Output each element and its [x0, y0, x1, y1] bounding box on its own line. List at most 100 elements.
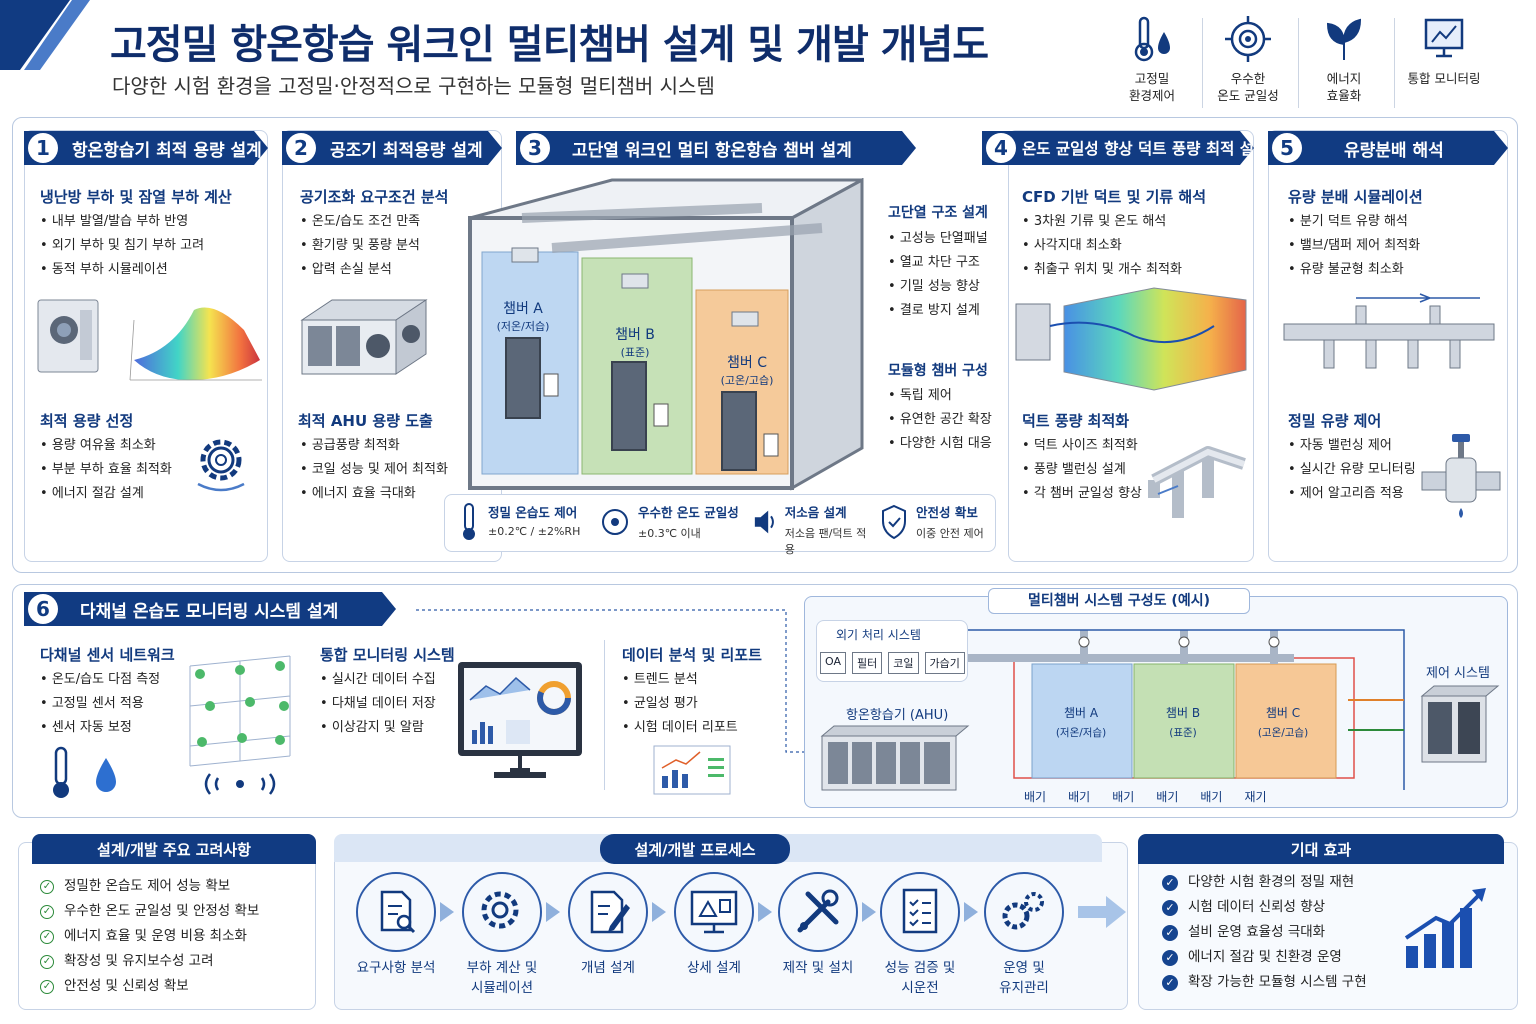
s1-list-b: 용량 여유율 최소화부분 부하 효율 최적화에너지 절감 설계 — [40, 434, 172, 506]
monitor-icon — [1424, 18, 1464, 58]
system-chamber-a: 챔버 A(저온/저습) — [1055, 706, 1107, 739]
effects-list: ✓다양한 시험 환경의 정밀 재현 ✓시험 데이터 신뢰성 향상 ✓설비 운영 … — [1162, 870, 1367, 995]
s6-list-c: 트렌드 분석균일성 평가시험 데이터 리포트 — [622, 668, 738, 740]
s3-subtitle-a: 고단열 구조 설계 — [888, 205, 988, 221]
flow-distribution-pipe — [1283, 293, 1495, 369]
s3-subtitle-b: 모듈형 챔버 구성 — [888, 363, 988, 379]
process-step-7 — [984, 872, 1064, 952]
divider — [604, 640, 605, 790]
control-system-label: 제어 시스템 — [1426, 666, 1490, 681]
process-step-4 — [674, 872, 754, 952]
badge-uniformity: 우수한 온도 균일성±0.3℃ 이내 — [600, 502, 740, 542]
dashed-connector — [416, 609, 806, 753]
report-chart-icon — [653, 745, 731, 795]
tools-icon — [797, 889, 839, 933]
corner-decoration — [0, 0, 90, 70]
process-step-6 — [880, 872, 960, 952]
part-filter: 필터 — [852, 652, 883, 674]
target-icon — [1225, 16, 1271, 62]
part-oa: OA — [820, 652, 846, 674]
s5-subtitle-b: 정밀 유량 제어 — [1288, 412, 1382, 430]
duct-branch-illustration — [1148, 446, 1246, 518]
process-arrow — [546, 902, 560, 922]
process-label-4: 상세 설계 — [687, 960, 741, 976]
s4-subtitle-b: 덕트 풍량 최적화 — [1022, 412, 1130, 430]
s1-subtitle-b: 최적 용량 선정 — [40, 412, 134, 430]
s1-subtitle-a: 냉난방 부하 및 잠열 부하 계산 — [40, 188, 232, 206]
process-step-3 — [568, 872, 648, 952]
process-arrow — [964, 902, 978, 922]
badge-precise-control: 정밀 온습도 제어±0.2℃ / ±2%RH — [458, 502, 588, 542]
s4-list-b: 덕트 사이즈 최적화풍량 밸런싱 설계각 챔버 균일성 향상 — [1022, 434, 1142, 506]
ahu-label: 항온항습기 (AHU) — [846, 708, 949, 723]
s1-list-a: 내부 발열/발습 부하 반영외기 부하 및 침기 부하 고려동적 부하 시뮬레이… — [40, 210, 204, 282]
process-arrow — [758, 902, 772, 922]
s6-list-b: 실시간 데이터 수집다채널 데이터 저장이상감지 및 알람 — [320, 668, 436, 740]
checklist-icon — [902, 888, 938, 934]
s2-list-a: 온도/습도 조건 만족환기량 및 풍량 분석압력 손실 분석 — [300, 210, 420, 282]
s3-list-b: 독립 제어유연한 공간 확장다양한 시험 대응 — [888, 384, 992, 456]
thermometer-icon — [463, 503, 475, 540]
s4-subtitle-a: CFD 기반 덕트 및 기류 해석 — [1022, 188, 1207, 206]
thermometer-drop-icon — [53, 746, 116, 798]
chamber-a-label: 챔버 A(저온/저습) — [496, 301, 550, 333]
speaker-icon — [754, 510, 774, 534]
chamber-b-label: 챔버 B(표준) — [615, 327, 655, 359]
system-chamber-b: 챔버 B(표준) — [1165, 706, 1201, 739]
s3-list-a: 고성능 단열패널열교 차단 구조기밀 성능 향상결로 방지 설계 — [888, 227, 988, 323]
leaf-icon — [1326, 18, 1362, 60]
s6-subtitle-a: 다채널 센서 네트워크 — [40, 646, 175, 664]
s5-list-a: 분기 덕트 유량 해석밸브/댐퍼 제어 최적화유량 불균형 최소화 — [1288, 210, 1420, 282]
outside-air-parts: OA 필터 코일 가습기 — [820, 652, 965, 674]
part-humidifier: 가습기 — [924, 652, 965, 674]
s2-subtitle-b: 최적 AHU 용량 도출 — [298, 412, 433, 430]
cfd-simulation-image — [1015, 287, 1247, 391]
gear-icon — [197, 439, 245, 492]
gears-icon — [1002, 892, 1044, 930]
effects-card — [1138, 842, 1518, 1010]
system-diagram-title: 멀티챔버 시스템 구성도 (예시) — [988, 588, 1250, 614]
valve-icon — [1421, 434, 1501, 518]
gear-icon — [481, 891, 519, 929]
ahu-unit-illustration — [300, 299, 428, 375]
pencil-document-icon — [590, 890, 630, 934]
process-label-1: 요구사항 분석 — [356, 960, 436, 976]
page-subtitle: 다양한 시험 환경을 고정밀·안정적으로 구현하는 모듈형 멀티챔버 시스템 — [112, 74, 715, 98]
process-label-5: 제작 및 설치 — [782, 960, 854, 976]
big-arrow-icon — [1078, 896, 1126, 928]
system-chamber-c: 챔버 C(고온/고습) — [1257, 706, 1309, 739]
process-arrow — [862, 902, 876, 922]
process-header: 설계/개발 프로세스 — [600, 834, 790, 864]
process-step-1 — [356, 872, 436, 952]
monitor-blueprint-icon — [690, 890, 738, 934]
chamber-c-label: 챔버 C(고온/고습) — [720, 355, 774, 387]
s5-subtitle-a: 유량 분배 시뮬레이션 — [1288, 188, 1423, 206]
system-ducts-and-chambers — [968, 629, 1405, 790]
process-arrow — [440, 902, 454, 922]
feature-monitoring: 통합 모니터링 — [1394, 14, 1494, 87]
control-cabinet-illustration — [1420, 685, 1500, 763]
unit-and-surface-plot — [37, 299, 262, 381]
considerations-header: 설계/개발 주요 고려사항 — [32, 834, 316, 864]
s6-subtitle-b: 통합 모니터링 시스템 — [320, 646, 455, 664]
process-label-3: 개념 설계 — [581, 960, 635, 976]
process-arrow — [652, 902, 666, 922]
chamber-3d-illustration — [468, 178, 864, 491]
s6-subtitle-c: 데이터 분석 및 리포트 — [622, 646, 762, 664]
shield-icon — [882, 504, 906, 540]
considerations-card — [18, 842, 316, 1010]
monitoring-dashboard-screen — [458, 662, 582, 778]
growth-chart-icon — [1404, 888, 1486, 968]
